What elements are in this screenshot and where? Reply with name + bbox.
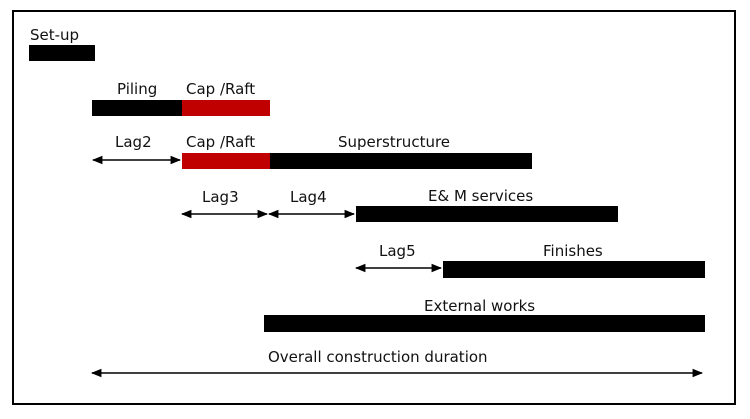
setup-label: Set-up <box>30 26 79 44</box>
diagram-frame <box>12 10 736 405</box>
finishes-bar <box>443 261 705 278</box>
setup-bar <box>29 45 95 61</box>
overall-duration-label: Overall construction duration <box>268 348 488 366</box>
cap-raft-label-2: Cap /Raft <box>186 133 255 151</box>
cap-raft-bar-1 <box>182 100 270 116</box>
superstructure-label: Superstructure <box>338 133 450 151</box>
em-services-label: E& M services <box>428 187 533 205</box>
external-works-label: External works <box>424 297 535 315</box>
lag2-label: Lag2 <box>115 133 152 151</box>
lag3-label: Lag3 <box>202 188 239 206</box>
cap-raft-bar-2 <box>182 153 270 169</box>
lag4-label: Lag4 <box>290 188 327 206</box>
superstructure-bar <box>270 153 532 169</box>
piling-label: Piling <box>117 80 157 98</box>
lag5-label: Lag5 <box>379 242 416 260</box>
em-services-bar <box>356 206 618 222</box>
external-works-bar <box>264 315 705 332</box>
cap-raft-label-1: Cap /Raft <box>186 80 255 98</box>
finishes-label: Finishes <box>543 242 603 260</box>
piling-bar <box>92 100 182 116</box>
